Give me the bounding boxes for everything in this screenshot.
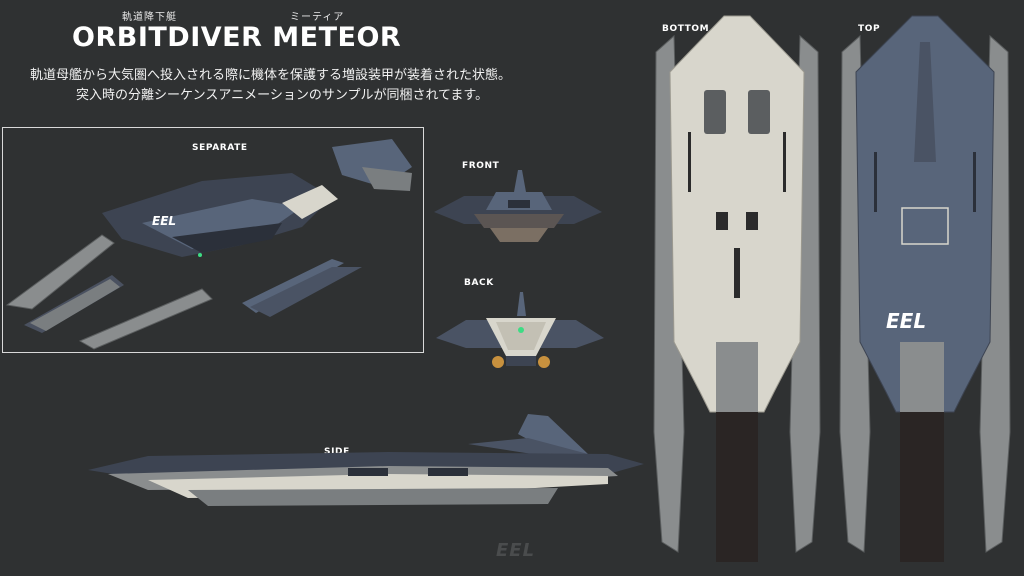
front-view-illustration (434, 170, 602, 242)
page-title: ORBITDIVER METEOR (72, 22, 402, 53)
top-view-illustration: EEL (839, 15, 1011, 562)
back-view-label: BACK (464, 278, 494, 288)
separate-view-label: SEPARATE (192, 143, 248, 153)
watermark-logo: EEL (496, 540, 536, 561)
bottom-view-illustration (653, 15, 821, 562)
front-view-label: FRONT (462, 161, 500, 171)
top-view-logo: EEL (886, 309, 926, 333)
title-ruby-kanji: 軌道降下艇 (122, 12, 177, 23)
separate-view-frame (2, 127, 424, 353)
back-view-illustration (436, 292, 604, 368)
description-line-1: 軌道母艦から大気圏へ投入される際に機体を保護する増設装甲が装着された状態。 (30, 68, 512, 83)
title-ruby-katakana: ミーティア (290, 12, 345, 23)
top-view-label: TOP (858, 24, 881, 34)
side-view-illustration (88, 414, 644, 506)
separate-view-illustration: EEL (5, 139, 412, 350)
separate-logo: EEL (152, 214, 176, 228)
side-view-label: SIDE (324, 447, 350, 457)
description-line-2: 突入時の分離シーケンスアニメーションのサンプルが同梱されてます。 (76, 88, 489, 103)
bottom-view-label: BOTTOM (662, 24, 710, 34)
